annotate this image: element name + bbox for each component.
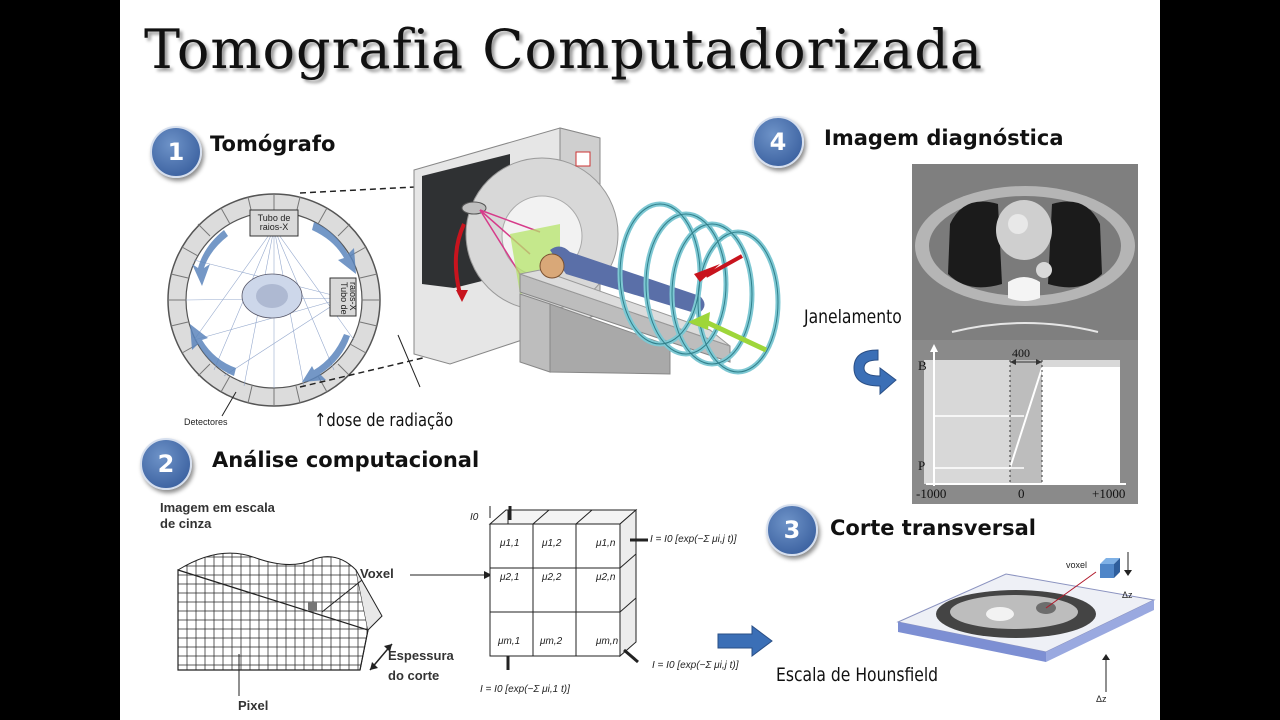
x-tick-zero: 0 xyxy=(1018,486,1025,501)
mu-22: μ2,2 xyxy=(542,572,562,583)
window-width-label: 400 xyxy=(1012,346,1030,360)
detectors-pointer xyxy=(221,391,237,417)
section-2-badge: 2 xyxy=(140,438,192,490)
mu-1n: μ1,n xyxy=(596,538,616,549)
b-label: B xyxy=(918,358,927,373)
section-2-label: Análise computacional xyxy=(212,448,480,472)
ct-scanner-illustration xyxy=(413,127,781,375)
section-3-badge: 3 xyxy=(766,504,818,556)
section-3-label: Corte transversal xyxy=(830,516,1036,540)
voxel-pointer xyxy=(321,579,363,613)
slice-thickness-label: Espessura do corte xyxy=(388,648,454,683)
equation-bottom: I = I0 [exp(−Σ μi,1 t)] xyxy=(480,684,570,695)
attenuation-matrix xyxy=(488,506,648,670)
dz-bottom-label: Δz xyxy=(1096,694,1107,704)
voxel-small-label: voxel xyxy=(1066,560,1088,570)
mu-m2: μm,2 xyxy=(540,636,563,647)
dz-top-label: Δz xyxy=(1122,590,1133,600)
transversal-slice-illustration xyxy=(896,552,1156,692)
section-1-badge: 1 xyxy=(150,126,202,178)
mu-2n: μ2,n xyxy=(596,572,616,583)
voxel-to-matrix-arrow xyxy=(410,571,492,579)
windowing-label: Janelamento xyxy=(804,306,902,328)
mu-21: μ2,1 xyxy=(500,572,520,583)
equation-right: I = I0 [exp(−Σ μi,j t)] xyxy=(650,534,737,545)
thickness-arrow xyxy=(369,643,393,671)
tube-right-label: Tubo deraios-X xyxy=(339,282,358,315)
mu-mn: μm,n xyxy=(596,636,619,647)
voxel-label: Voxel xyxy=(360,566,394,581)
slide: Tomografia Computadorizada 1 Tomógrafo 2… xyxy=(120,0,1160,720)
equation-corner: I = I0 [exp(−Σ μi,j t)] xyxy=(652,660,739,671)
window-graph: 400 B P -1000 0 +1000 xyxy=(912,340,1138,504)
voxel-volume-illustration xyxy=(177,552,383,671)
mu-11: μ1,1 xyxy=(500,538,520,549)
ct-chest-image xyxy=(912,164,1138,340)
detectors-label: Detectores xyxy=(184,417,228,427)
x-tick-min: -1000 xyxy=(916,486,947,501)
io-label: I0 xyxy=(470,512,479,523)
hounsfield-label: Escala de Hounsfield xyxy=(776,664,939,686)
gray-image-label: Imagem em escala de cinza xyxy=(160,500,275,531)
mu-12: μ1,2 xyxy=(542,538,562,549)
slide-title: Tomografia Computadorizada xyxy=(144,18,984,81)
section-1-label: Tomógrafo xyxy=(210,132,336,156)
windowing-curved-arrow xyxy=(853,349,897,396)
section-4-label: Imagem diagnóstica xyxy=(824,126,1064,150)
window-graph-plot xyxy=(912,340,1138,504)
ct-chest-scan xyxy=(915,186,1135,333)
p-label: P xyxy=(918,458,926,473)
pixel-label: Pixel xyxy=(238,698,269,713)
x-tick-max: +1000 xyxy=(1092,486,1126,501)
matrix-to-slice-arrow xyxy=(717,625,773,657)
radiation-dose-label: ↑dose de radiação xyxy=(314,410,454,431)
section-4-badge: 4 xyxy=(752,116,804,168)
pixel-pointer xyxy=(238,654,240,696)
mu-m1: μm,1 xyxy=(498,636,521,647)
